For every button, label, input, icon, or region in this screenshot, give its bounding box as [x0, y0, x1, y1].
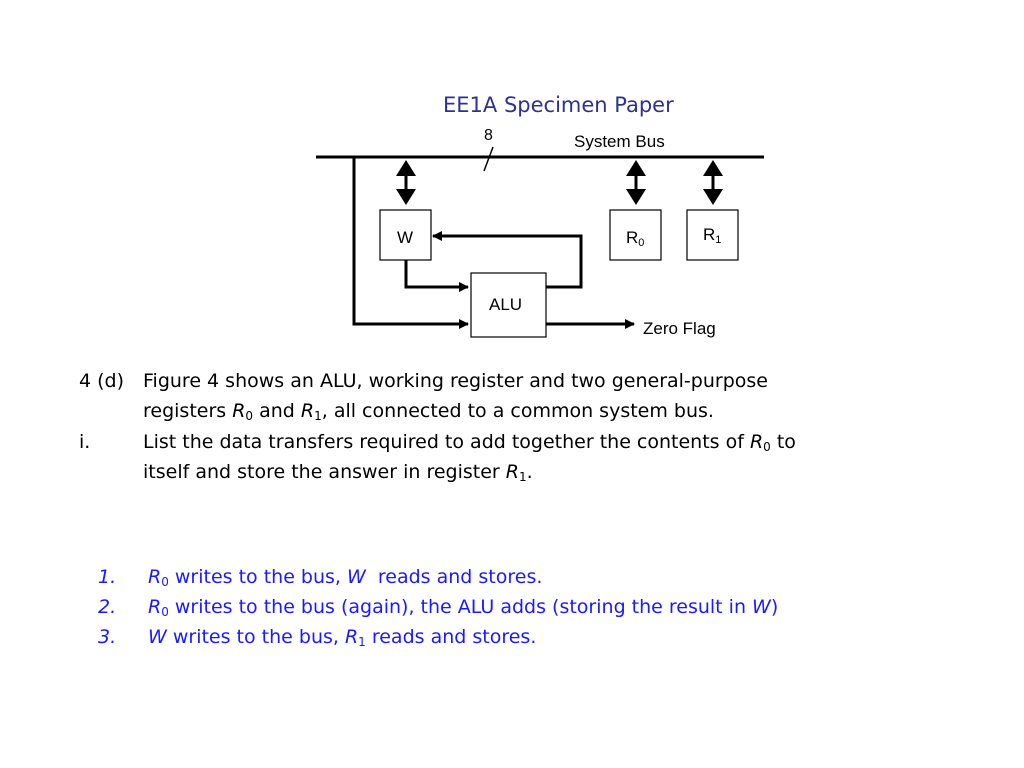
bus-r1-arrow	[703, 160, 723, 205]
zero-flag-label: Zero Flag	[643, 319, 716, 338]
answer-number: 1.	[98, 566, 117, 588]
w-register-label: W	[397, 228, 413, 247]
slide-title: EE1A Specimen Paper	[443, 93, 674, 117]
alu-to-w-feedback-line	[432, 231, 583, 289]
question-line-4: itself and store the answer in register …	[143, 461, 533, 484]
w-register-box	[379, 209, 432, 261]
alu-box	[470, 272, 547, 338]
answer-number: 2.	[98, 596, 117, 618]
bus-r0-arrow	[626, 160, 646, 205]
system-bus-label: System Bus	[574, 132, 665, 151]
question-line-2: registers R0 and R1, all connected to a …	[143, 400, 714, 423]
answer-number: 3.	[98, 626, 117, 648]
bus-w-arrow	[396, 160, 416, 205]
r0-register-box	[609, 209, 662, 261]
r0-register-label: R0	[626, 228, 644, 249]
bus-width-label: 8	[484, 127, 493, 144]
question-number: 4 (d)	[79, 370, 125, 392]
alu-bus-diagram: 8 System Bus W R0 R1 ALU Zero Flag	[316, 127, 764, 338]
question-line-1: Figure 4 shows an ALU, working register …	[143, 370, 768, 392]
alu-label: ALU	[489, 295, 522, 314]
r1-register-box	[686, 209, 739, 261]
question-part-label: i.	[79, 431, 91, 453]
bus-width-slash	[483, 146, 494, 172]
question-line-3: List the data transfers required to add …	[143, 431, 796, 454]
w-to-alu-line	[404, 260, 469, 292]
bus-to-alu-line	[352, 157, 469, 329]
r1-register-label: R1	[703, 225, 721, 246]
